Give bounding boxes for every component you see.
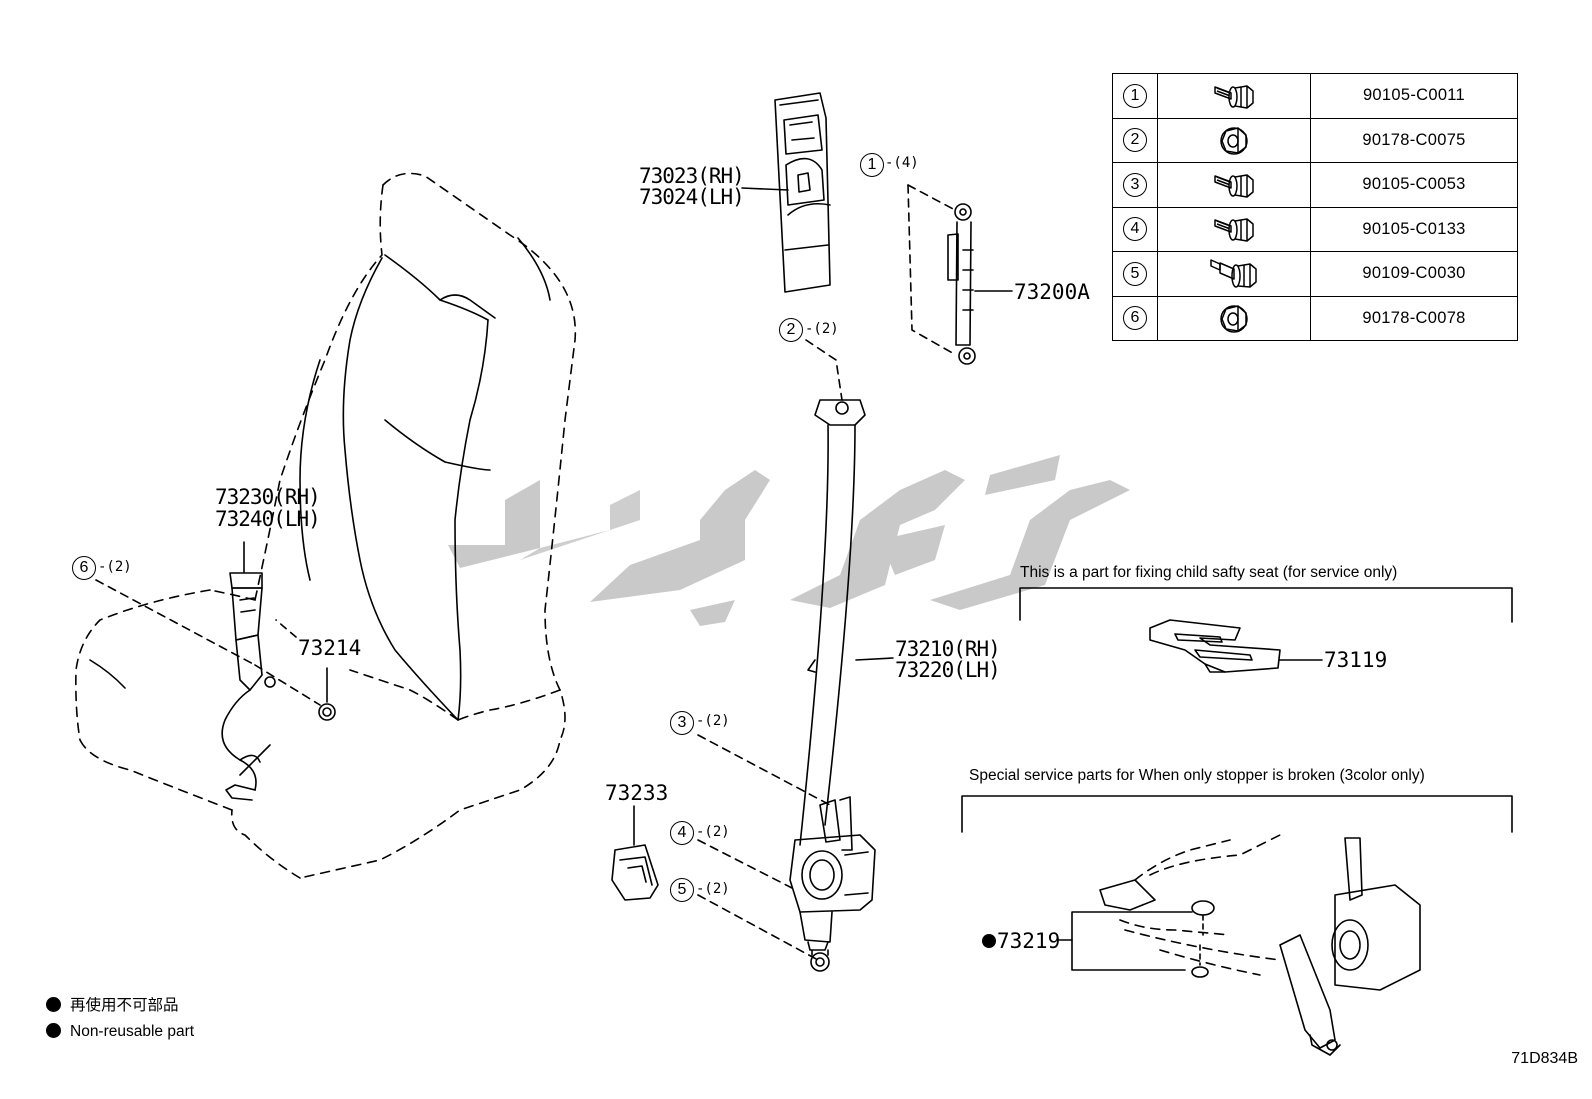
seat-outline — [75, 172, 577, 879]
shoulder-belt-webbing — [799, 399, 866, 851]
flange-nut-icon — [1158, 123, 1310, 157]
fastener-ref-circle: 1 — [1123, 83, 1147, 108]
callout-6-qty: -(2) — [98, 559, 132, 575]
part-label-73240: 73240(LH) — [215, 507, 321, 531]
callout-3-qty: -(2) — [696, 713, 730, 729]
part-label-73023: 73023(RH) — [639, 164, 745, 188]
shoulder-bolt-icon — [1158, 254, 1310, 294]
flange-bolt-icon — [1158, 212, 1310, 246]
part-label-73200A: 73200A — [1014, 280, 1090, 304]
part-label-73220: 73220(LH) — [895, 658, 1001, 682]
fastener-row: 4 90105-C0133 — [1112, 206, 1518, 252]
legend-dot-icon — [46, 997, 61, 1012]
fastener-ref-circle: 2 — [1123, 128, 1147, 153]
fastener-ref-circle: 3 — [1123, 172, 1147, 197]
part-label-73119: 73119 — [1324, 648, 1388, 672]
drawing-code: 71D834B — [1511, 1050, 1578, 1067]
callout-6-leader — [95, 579, 256, 666]
fastener-part-number: 90105-C0133 — [1310, 206, 1518, 252]
legend-jp: 再使用不可部品 — [46, 997, 179, 1014]
grommet-73214 — [318, 703, 336, 721]
part-label-73233: 73233 — [605, 781, 669, 805]
fastener-part-number: 90105-C0053 — [1310, 162, 1518, 208]
seat-contours — [89, 237, 551, 776]
shoulder-belt-anchor-adjuster — [947, 203, 976, 365]
child-seat-note: This is a part for fixing child safty se… — [1020, 564, 1398, 581]
fastener-table-body: 1 90105-C0011 2 90178-C0075 3 90105-C0053 4 901… — [1112, 73, 1518, 341]
part-label-73210: 73210(RH) — [895, 637, 1001, 661]
watermark-logo — [448, 455, 1130, 626]
fastener-row: 5 90109-C0030 — [1112, 251, 1518, 297]
fastener-ref-circle: 4 — [1123, 217, 1147, 242]
child-seat-anchor-plate — [1149, 619, 1281, 673]
fastener-part-number: 90178-C0078 — [1310, 295, 1518, 341]
callout-1-circle: 1 — [860, 153, 884, 177]
fastener-table: 1 90105-C0011 2 90178-C0075 3 90105-C0053 4 901… — [1112, 73, 1518, 341]
pillar-trim-cover — [774, 92, 831, 293]
stopper-belt-detail — [1099, 834, 1421, 1056]
flange-nut-icon — [1158, 301, 1310, 335]
part-label-73214: 73214 — [298, 636, 362, 660]
callout-6-circle: 6 — [72, 556, 96, 580]
fastener-row: 2 90178-C0075 — [1112, 117, 1518, 163]
seat-belt-retractor — [789, 834, 876, 972]
flange-bolt-icon — [1158, 79, 1310, 113]
callout-1-leader — [907, 184, 956, 211]
child-seat-bracket-frame — [1019, 587, 1513, 623]
callout-2-qty: -(2) — [805, 321, 839, 337]
callout-5-circle: 5 — [670, 878, 694, 902]
stopper-note: Special service parts for When only stop… — [969, 767, 1425, 784]
fastener-part-number: 90105-C0011 — [1310, 73, 1518, 119]
belt-cap-73233 — [611, 844, 659, 901]
part-label-73219: 73219 — [982, 931, 1060, 952]
part-label-73024: 73024(LH) — [639, 185, 745, 209]
fastener-ref-circle: 5 — [1123, 261, 1147, 286]
callout-5-leader — [697, 894, 819, 961]
callout-2-circle: 2 — [779, 318, 803, 342]
fastener-row: 1 90105-C0011 — [1112, 73, 1518, 119]
callout-1-qty: -(4) — [885, 155, 919, 171]
callout-3-leader — [697, 734, 831, 806]
seat-belt-buckle — [221, 572, 276, 801]
callout-5-qty: -(2) — [696, 881, 730, 897]
legend-en: Non-reusable part — [46, 1023, 194, 1040]
flange-bolt-icon — [1158, 168, 1310, 202]
stopper-bracket-frame — [961, 795, 1513, 833]
non-reusable-dot-icon — [982, 934, 996, 948]
callout-3-circle: 3 — [670, 711, 694, 735]
legend-dot-icon — [46, 1023, 61, 1038]
callout-2-leader — [805, 339, 843, 401]
fastener-ref-circle: 6 — [1123, 306, 1147, 331]
callout-4-qty: -(2) — [696, 824, 730, 840]
fastener-row: 6 90178-C0078 — [1112, 295, 1518, 341]
stopper-bracket-line — [1071, 911, 1193, 971]
callout-4-leader — [697, 839, 793, 889]
callout-4-circle: 4 — [670, 821, 694, 845]
fastener-part-number: 90178-C0075 — [1310, 117, 1518, 163]
fastener-row: 3 90105-C0053 — [1112, 162, 1518, 208]
part-label-73230: 73230(RH) — [215, 485, 321, 509]
fastener-part-number: 90109-C0030 — [1310, 251, 1518, 297]
